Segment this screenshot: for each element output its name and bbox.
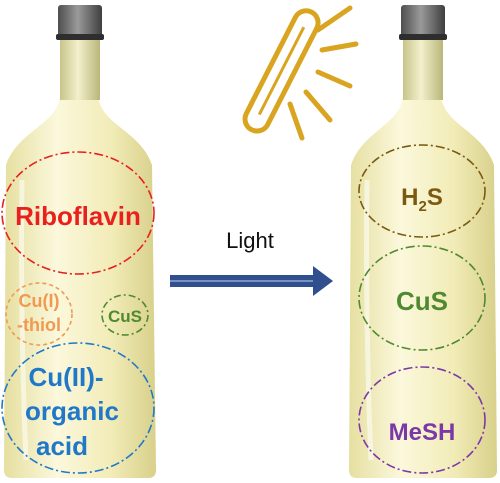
cus-label-right: CuS xyxy=(396,286,448,316)
h2s-label-tail: S xyxy=(427,184,443,211)
cus-circle-left xyxy=(101,294,149,336)
h2s-circle xyxy=(358,144,486,238)
wine-bottle-icon xyxy=(349,5,497,478)
cu-organic-acid-circle xyxy=(1,342,155,474)
h2s-label: H2S xyxy=(401,184,443,215)
mesh-label: MeSH xyxy=(389,419,456,446)
cus-label-left: CuS xyxy=(108,307,142,326)
riboflavin-circle xyxy=(1,151,155,275)
cu-thiol-label-line2: -thiol xyxy=(17,315,61,335)
cus-circle-right xyxy=(358,245,486,351)
cu-organic-label-line2: organic xyxy=(25,396,119,426)
h2s-label-subscript: 2 xyxy=(418,198,426,215)
arrow-right-icon xyxy=(170,266,333,296)
mesh-circle xyxy=(358,366,486,474)
cu-thiol-circle xyxy=(5,282,73,346)
light-label: Light xyxy=(226,228,274,253)
h2s-label-main: H xyxy=(401,184,418,211)
cu-thiol-label-line1: Cu(I) xyxy=(19,291,60,311)
wine-bottle-icon xyxy=(4,5,156,478)
cu-organic-label-line1: Cu(II)- xyxy=(28,362,103,392)
lamp-icon xyxy=(242,5,359,141)
cu-organic-label-line3: acid xyxy=(36,431,88,461)
riboflavin-label: Riboflavin xyxy=(15,201,141,231)
